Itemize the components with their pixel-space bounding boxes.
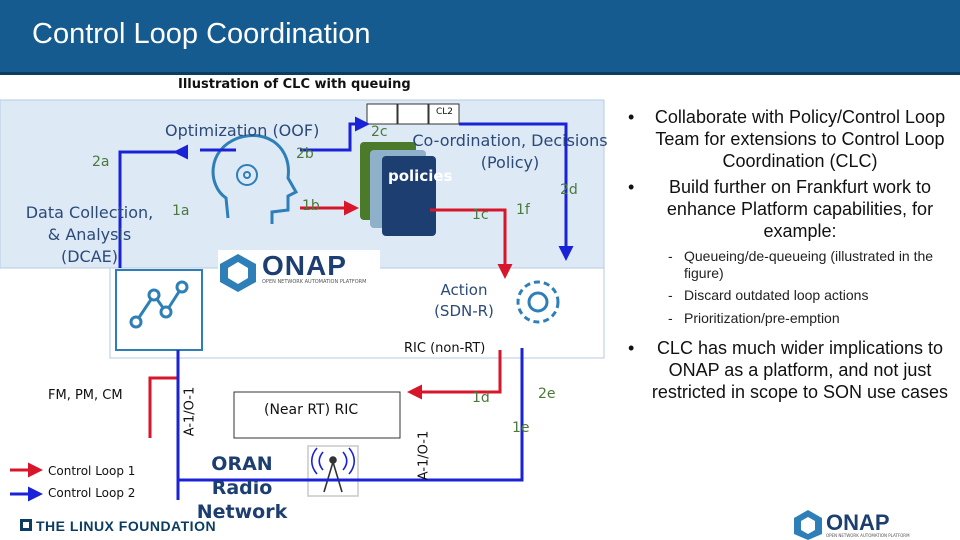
onap-center-tagline: OPEN NETWORK AUTOMATION PLATFORM	[262, 279, 367, 285]
bullet-item: • Build further on Frankfurt work to enh…	[628, 176, 950, 242]
control-loop-2-line	[459, 122, 574, 261]
sub-bullet-3-text: Prioritization/pre-emption	[684, 310, 840, 326]
queue-label: CL2	[436, 107, 454, 117]
bullet-list: • Collaborate with Policy/Control Loop T…	[628, 106, 950, 403]
queue-slot	[366, 103, 398, 125]
onap-footer-logo: ONAP	[826, 510, 890, 535]
slide-header	[0, 0, 960, 72]
near-rt-ric-box	[233, 391, 401, 439]
control-loop-1-line	[430, 208, 513, 279]
a1-o1-right-label: A-1/O-1	[416, 430, 432, 481]
radio-tower-icon	[307, 445, 359, 497]
fm-pm-cm-label: FM, PM, CM	[48, 388, 123, 403]
bullet-1-text: Collaborate with Policy/Control Loop Tea…	[654, 107, 946, 171]
action-gear-icon	[516, 280, 560, 324]
marker-1e: 1e	[512, 420, 530, 436]
marker-1f: 1f	[516, 202, 530, 218]
linux-foundation-logo: THE LINUX FOUNDATION	[36, 518, 217, 534]
marker-2b: 2b	[296, 146, 314, 162]
sub-bullet-item: - Queueing/de-queueing (illustrated in t…	[668, 248, 950, 282]
sub-bullet-2-text: Discard outdated loop actions	[684, 287, 869, 303]
legend-loop-2-label: Control Loop 2	[48, 486, 136, 500]
bullet-3-text: CLC has much wider implications to ONAP …	[651, 338, 949, 402]
sub-bullet-item: - Discard outdated loop actions	[668, 287, 950, 304]
sub-bullet-1-text: Queueing/de-queueing (illustrated in the…	[684, 248, 934, 281]
control-loop-2-line	[300, 116, 370, 152]
policies-icon	[360, 142, 436, 236]
head-gear-icon	[211, 134, 299, 224]
header-divider	[0, 72, 960, 75]
bullet-item: • Collaborate with Policy/Control Loop T…	[628, 106, 950, 172]
marker-1a: 1a	[172, 203, 190, 219]
marker-1c: 1c	[472, 207, 489, 223]
control-loop-1-line	[407, 350, 502, 400]
queue-slot	[397, 103, 429, 125]
near-rt-ric-label: (Near RT) RIC	[264, 402, 359, 418]
marker-1d: 1d	[472, 390, 490, 406]
marker-2a: 2a	[92, 154, 110, 170]
legend-loop-1-label: Control Loop 1	[48, 464, 136, 478]
action-label: Action (SDN-R)	[434, 281, 494, 320]
slide-title: Control Loop Coordination	[32, 18, 371, 50]
policies-text: policies	[388, 167, 453, 185]
analytics-chart-icon	[115, 269, 203, 351]
marker-2e: 2e	[538, 386, 556, 402]
bullet-2-text: Build further on Frankfurt work to enhan…	[666, 177, 934, 241]
marker-2c: 2c	[371, 124, 388, 140]
onap-center-logo-text: ONAP	[262, 250, 347, 281]
marker-1b: 1b	[302, 198, 320, 214]
ric-non-rt-label: RIC (non-RT)	[404, 341, 486, 356]
optimization-label: Optimization (OOF)	[165, 121, 320, 140]
onap-logo-mark	[218, 250, 380, 292]
data-collection-label: Data Collection, & Analysis (DCAE)	[25, 203, 154, 266]
onap-footer-tagline: OPEN NETWORK AUTOMATION PLATFORM	[826, 533, 910, 538]
marker-2d: 2d	[560, 182, 578, 198]
control-loop-1-line	[148, 376, 178, 438]
queue-slot	[428, 103, 460, 125]
control-loop-2-line	[178, 348, 524, 482]
control-loop-2-line	[118, 144, 188, 268]
oran-radio-network-label: ORAN Radio Network	[196, 453, 288, 523]
linux-foundation-icon	[20, 519, 32, 531]
onap-footer-logo-mark	[794, 510, 822, 540]
sub-bullet-item: - Prioritization/pre-emption	[668, 310, 950, 327]
a1-o1-left-label: A-1/O-1	[182, 386, 198, 437]
diagram-subtitle: Illustration of CLC with queuing	[178, 77, 411, 92]
coordination-label: Co-ordination, Decisions (Policy)	[412, 131, 608, 172]
bullet-item: • CLC has much wider implications to ONA…	[628, 338, 949, 402]
